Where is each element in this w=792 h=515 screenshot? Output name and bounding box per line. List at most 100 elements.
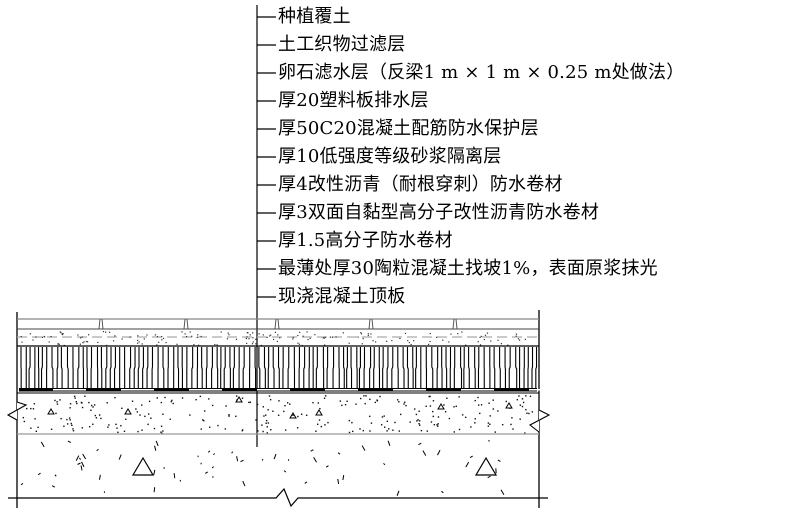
aggregate-dot — [261, 424, 263, 426]
aggregate-dot — [69, 403, 72, 405]
aggregate-dot — [70, 422, 72, 425]
gravel-dot — [429, 340, 431, 343]
membrane-gap — [461, 389, 494, 391]
aggregate-dot — [200, 428, 203, 430]
aggregate-dot — [383, 415, 385, 417]
drain-plate-rib — [368, 318, 374, 330]
aggregate-dot — [93, 404, 96, 406]
gravel-dot — [292, 338, 294, 340]
aggregate-dot — [225, 405, 227, 407]
right-break-symbol — [528, 409, 551, 433]
aggregate-triangle — [505, 402, 513, 409]
aggregate-dot — [283, 410, 285, 413]
aggregate-dot — [63, 425, 65, 427]
hatch-line — [146, 347, 149, 388]
aggregate-dot — [470, 426, 472, 428]
aggregate-dot — [426, 430, 429, 432]
aggregate-dot — [346, 400, 348, 402]
aggregate-dot — [327, 421, 329, 424]
aggregate-dot — [144, 415, 146, 418]
aggregate-dot — [380, 424, 383, 426]
aggregate-dot — [54, 399, 56, 402]
gravel-dot — [490, 340, 492, 342]
hatch-line — [191, 347, 194, 388]
gravel-dot — [252, 337, 254, 339]
gravel-dot — [249, 334, 251, 336]
gravel-dot — [297, 334, 299, 337]
slab-aggregate-mark — [20, 482, 24, 486]
aggregate-dot — [211, 404, 214, 407]
aggregate-dot — [315, 430, 317, 432]
aggregate-dot — [529, 395, 532, 397]
slab-aggregate-mark — [310, 449, 314, 452]
aggregate-dot — [81, 402, 83, 404]
aggregate-dot — [526, 412, 528, 414]
aggregate-dot — [405, 404, 407, 407]
aggregate-dot — [263, 415, 265, 417]
gravel-dot — [82, 342, 84, 344]
gravel-dot — [252, 341, 254, 343]
hatch-line — [406, 347, 409, 388]
membrane-gap — [529, 389, 562, 391]
aggregate-dot — [262, 430, 264, 433]
aggregate-dot — [429, 405, 432, 407]
hatch-line — [460, 347, 463, 388]
aggregate-dot — [248, 401, 250, 404]
gravel-dot — [324, 336, 326, 338]
hatch-line — [232, 347, 235, 388]
aggregate-dot — [131, 400, 134, 402]
aggregate-dot — [305, 414, 308, 416]
aggregate-dot — [92, 406, 94, 408]
aggregate-dot — [522, 401, 525, 404]
slab-aggregate-mark — [118, 454, 122, 460]
gravel-dot — [108, 331, 111, 333]
slab-aggregate-mark — [497, 459, 501, 462]
aggregate-dot — [241, 429, 244, 432]
hatch-line — [223, 347, 226, 388]
gravel-dot — [228, 334, 230, 336]
hatch-line — [28, 347, 31, 388]
gravel-dot — [274, 331, 277, 333]
gravel-dot — [362, 337, 364, 340]
membrane-gap — [325, 389, 358, 391]
aggregate-dot — [363, 395, 365, 397]
slab-aggregate-mark — [98, 474, 101, 480]
aggregate-dot — [284, 429, 287, 431]
aggregate-dot — [147, 413, 150, 415]
aggregate-dot — [416, 420, 418, 422]
aggregate-dot — [525, 395, 527, 397]
gravel-dot — [479, 344, 482, 346]
gravel-dot — [404, 332, 407, 335]
gravel-dot — [60, 331, 62, 334]
gravel-dot — [137, 335, 139, 337]
gravel-dot — [129, 336, 131, 338]
slab-aggregate-mark — [500, 489, 505, 496]
aggregate-dot — [374, 401, 377, 404]
gravel-dot — [255, 343, 257, 345]
gravel-dot — [465, 344, 467, 346]
gravel-dot — [161, 339, 163, 341]
layer-label: 厚50C20混凝土配筋防水保护层 — [278, 118, 539, 139]
aggregate-dot — [344, 404, 347, 406]
gravel-dot — [255, 338, 257, 340]
aggregate-dot — [272, 410, 274, 412]
aggregate-dot — [458, 428, 461, 431]
aggregate-dot — [492, 408, 495, 410]
gravel-dot — [517, 338, 520, 340]
aggregate-dot — [419, 424, 421, 426]
aggregate-dot — [172, 402, 174, 405]
hatch-line — [515, 347, 518, 388]
slab-aggregate-mark — [437, 449, 441, 456]
gravel-dot — [370, 333, 372, 335]
aggregate-dot — [95, 417, 98, 419]
layer-section — [6, 310, 562, 508]
aggregate-dot — [141, 404, 143, 406]
aggregate-dot — [164, 396, 166, 399]
hatch-line — [77, 347, 80, 388]
slab-aggregate-mark — [418, 442, 422, 446]
aggregate-dot — [170, 400, 173, 403]
hatch-line — [369, 347, 372, 388]
hatch-line — [56, 347, 59, 388]
gravel-dot — [81, 336, 83, 338]
aggregate-dot — [474, 422, 476, 424]
